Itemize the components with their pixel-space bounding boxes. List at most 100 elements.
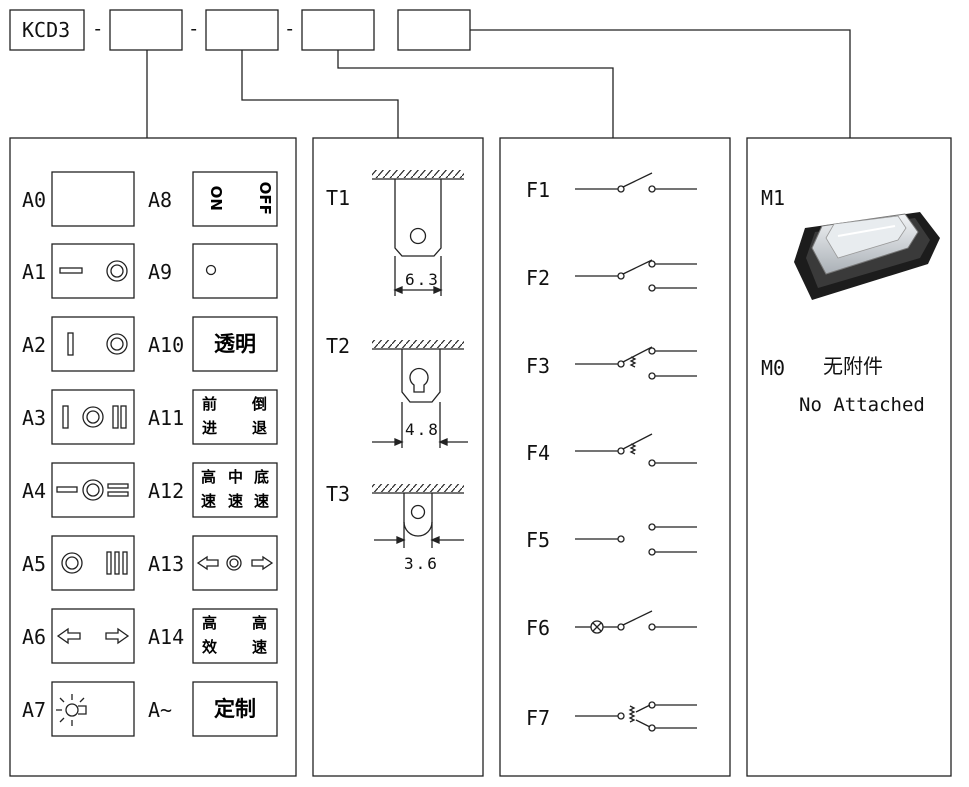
terminal-t1-drawing	[372, 170, 464, 296]
a4-symbol	[56, 479, 129, 501]
terminal-t2-drawing	[372, 340, 468, 448]
m0-chinese-text: 无附件	[823, 354, 883, 378]
lens-box-a1	[51, 243, 135, 299]
a11-bottom-left: 进	[202, 419, 218, 437]
circuit-code-f3: F3	[526, 354, 551, 378]
lens-box-a5	[51, 535, 135, 591]
circuit-f2	[575, 259, 697, 292]
terminal-code-t3: T3	[326, 482, 351, 506]
lens-box-a10	[192, 316, 278, 372]
a3-symbol	[62, 405, 127, 429]
lens-code-a1: A1	[22, 260, 47, 284]
circuit-code-f7: F7	[526, 706, 551, 730]
a5-symbol	[61, 551, 128, 575]
model-code-box	[9, 9, 85, 51]
lens-box-a6	[51, 608, 135, 664]
terminal-code-t2: T2	[326, 334, 351, 358]
a6-arrows-symbol	[56, 627, 130, 645]
lens-code-a13: A13	[148, 552, 185, 576]
terminal-t3-drawing	[372, 484, 464, 548]
a9-dot-symbol	[205, 264, 217, 276]
lens-box-a9	[192, 243, 278, 299]
a8-off-text: OFF	[255, 181, 274, 215]
lens-box-a13	[192, 535, 278, 591]
lens-box-a3	[51, 389, 135, 445]
lens-code-a10: A10	[148, 333, 185, 357]
lens-code-a2: A2	[22, 333, 47, 357]
a13-arrows-symbol	[196, 555, 274, 571]
a12-bottom-1: 速	[201, 492, 217, 510]
t3-dimension: 3.6	[404, 554, 439, 573]
terminal-code-t1: T1	[326, 186, 351, 210]
model-code: KCD3	[22, 18, 71, 42]
circuit-f4	[575, 433, 697, 467]
circuit-panel	[499, 137, 731, 777]
lens-box-a-custom	[192, 681, 278, 737]
circuit-f3	[575, 346, 697, 380]
a2-symbol	[67, 332, 128, 356]
lens-code-a-custom: A~	[148, 698, 173, 722]
t2-dimension: 4.8	[405, 420, 440, 439]
a11-top-left: 前	[202, 395, 218, 413]
lens-code-a14: A14	[148, 625, 185, 649]
a11-top-right: 倒	[252, 395, 268, 413]
m1-protective-cover-image	[794, 212, 940, 300]
m0-english-text: No Attached	[799, 394, 925, 416]
separator-3: -	[284, 18, 296, 40]
a12-bottom-3: 速	[254, 492, 270, 510]
circuit-code-f4: F4	[526, 441, 551, 465]
lens-box-a11	[192, 389, 278, 445]
lens-code-a12: A12	[148, 479, 185, 503]
lens-code-a11: A11	[148, 406, 185, 430]
lens-code-a3: A3	[22, 406, 47, 430]
circuit-code-f5: F5	[526, 528, 551, 552]
lens-code-a7: A7	[22, 698, 47, 722]
lens-box-a0	[51, 171, 135, 227]
lens-code-a6: A6	[22, 625, 47, 649]
accessory-panel	[746, 137, 952, 777]
a12-top-2: 中	[228, 468, 244, 486]
circuit-code-f1: F1	[526, 178, 551, 202]
lens-box-a12	[192, 462, 278, 518]
circuit-f5	[575, 523, 697, 556]
a8-on-text: ON	[206, 185, 225, 211]
lens-code-a4: A4	[22, 479, 47, 503]
a12-bottom-2: 速	[228, 492, 244, 510]
terminal-panel	[312, 137, 484, 777]
connector-accessory	[470, 29, 851, 138]
lens-code-a9: A9	[148, 260, 173, 284]
lens-box-a8	[192, 171, 278, 227]
a7-lamp-symbol	[56, 694, 87, 726]
accessory-code-m1: M1	[761, 186, 786, 210]
lens-box-a2	[51, 316, 135, 372]
a12-top-3: 底	[254, 468, 270, 486]
separator-1: -	[92, 18, 104, 40]
lens-code-a0: A0	[22, 188, 47, 212]
lens-box-a4	[51, 462, 135, 518]
connector-terminal	[241, 50, 399, 138]
circuit-code-f2: F2	[526, 266, 551, 290]
circuit-code-f6: F6	[526, 616, 551, 640]
a11-bottom-right: 退	[252, 419, 268, 437]
separator-2: -	[188, 18, 200, 40]
a-custom-text: 定制	[214, 697, 256, 721]
a14-bottom-left: 效	[202, 638, 218, 656]
lens-option-box	[109, 9, 183, 51]
lens-box-a14	[192, 608, 278, 664]
a14-top-right: 高	[252, 614, 268, 632]
a10-transparent-text: 透明	[214, 332, 256, 356]
circuit-f7	[575, 701, 697, 732]
a14-bottom-right: 速	[252, 638, 268, 656]
lens-code-a8: A8	[148, 188, 173, 212]
a14-top-left: 高	[202, 614, 218, 632]
circuit-f6	[575, 610, 697, 634]
circuit-f1	[575, 172, 697, 193]
lens-box-a7	[51, 681, 135, 737]
accessory-code-m0: M0	[761, 356, 786, 380]
lens-panel	[9, 137, 297, 777]
connector-circuit	[337, 50, 614, 138]
a1-symbol	[59, 260, 128, 282]
